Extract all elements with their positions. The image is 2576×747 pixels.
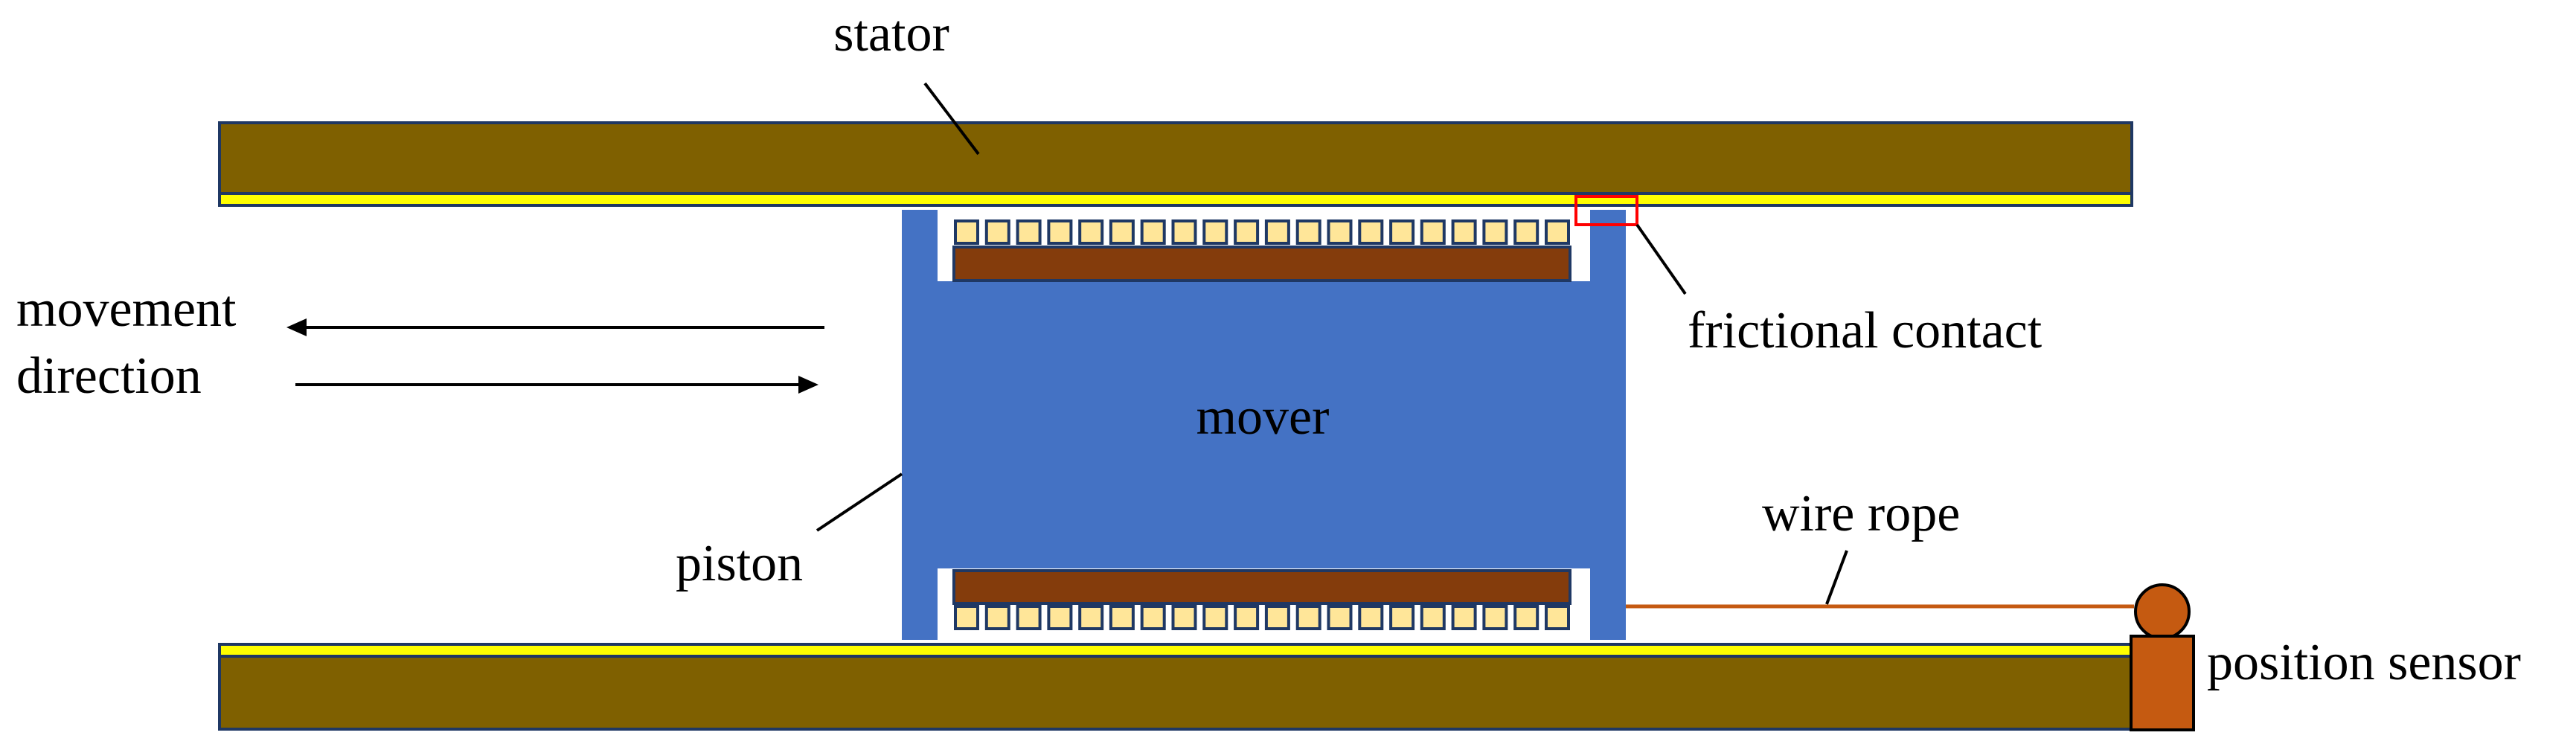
movement-arrow-left <box>286 318 824 336</box>
magnet <box>1327 219 1353 245</box>
stator-label: stator <box>833 5 949 62</box>
sensor-body <box>2130 635 2195 731</box>
magnet <box>1420 605 1446 630</box>
magnet <box>1047 219 1073 245</box>
magnet-row-top <box>954 219 1570 245</box>
magnet <box>1451 219 1477 245</box>
magnet <box>1140 605 1166 630</box>
sensor-pulley <box>2134 583 2191 640</box>
magnet-row-bottom <box>954 605 1570 630</box>
stator-bottom <box>218 655 2133 731</box>
magnet <box>984 219 1010 245</box>
magnet <box>954 605 979 630</box>
magnet <box>1264 605 1290 630</box>
magnet <box>1016 219 1042 245</box>
magnet <box>1389 219 1415 245</box>
coil-bottom <box>952 569 1571 605</box>
magnet <box>1482 605 1508 630</box>
magnet <box>1295 605 1321 630</box>
magnet <box>1264 219 1290 245</box>
magnet <box>1513 605 1539 630</box>
wire-rope-label: wire rope <box>1762 485 1960 542</box>
movement-label: movement <box>16 280 237 338</box>
magnet <box>984 605 1010 630</box>
wire-rope-leader-line <box>1825 550 1848 605</box>
coil-top <box>952 246 1571 282</box>
magnet <box>1140 219 1166 245</box>
guide-strip-bottom <box>218 643 2133 658</box>
magnet <box>1234 219 1260 245</box>
stator-top <box>218 121 2133 195</box>
piston-label: piston <box>676 535 803 592</box>
magnet <box>1202 219 1228 245</box>
magnet <box>1171 219 1197 245</box>
direction-label: direction <box>16 347 202 405</box>
contact-leader-line <box>1635 223 1687 295</box>
magnet <box>1358 219 1384 245</box>
mover-label: mover <box>1196 388 1330 446</box>
magnet <box>1109 219 1135 245</box>
magnet <box>1202 605 1228 630</box>
magnet <box>1078 605 1104 630</box>
magnet <box>1234 605 1260 630</box>
magnet <box>1482 219 1508 245</box>
magnet <box>1109 605 1135 630</box>
guide-strip-top <box>218 192 2133 207</box>
magnet <box>1171 605 1197 630</box>
magnet <box>1047 605 1073 630</box>
magnet <box>1545 605 1570 630</box>
movement-arrow-right <box>295 376 818 394</box>
mover-body <box>902 210 1626 640</box>
magnet <box>1295 219 1321 245</box>
stator-leader-line <box>923 82 980 156</box>
piston-leader-line <box>816 472 903 532</box>
magnet <box>1451 605 1477 630</box>
magnet <box>954 219 979 245</box>
position-sensor-label: position sensor <box>2207 634 2521 691</box>
magnet <box>1545 219 1570 245</box>
magnet <box>1420 219 1446 245</box>
magnet <box>1358 605 1384 630</box>
magnet <box>1016 605 1042 630</box>
magnet <box>1078 219 1104 245</box>
contact-highlight <box>1574 195 1638 226</box>
magnet <box>1389 605 1415 630</box>
frictional-contact-label: frictional contact <box>1688 302 2042 359</box>
magnet <box>1513 219 1539 245</box>
magnet <box>1327 605 1353 630</box>
